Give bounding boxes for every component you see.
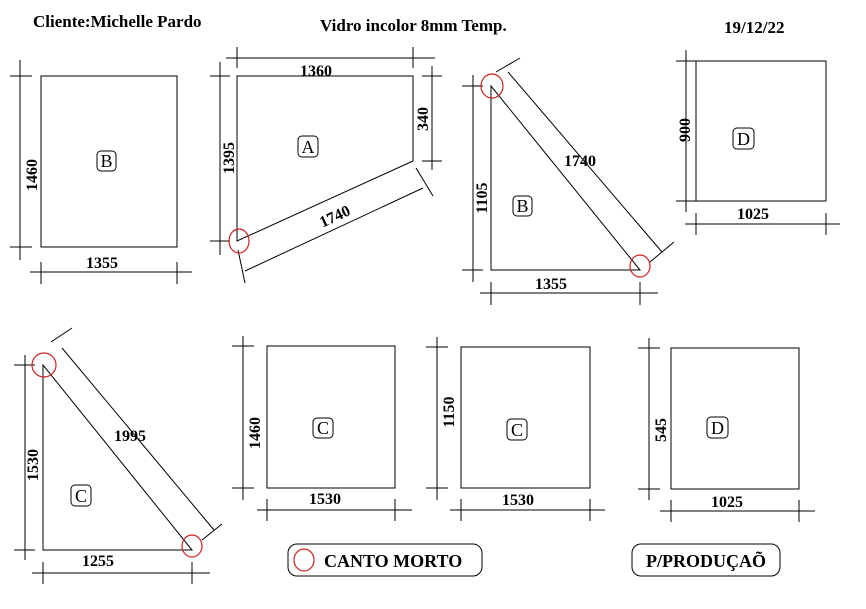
piece-d-rect-top xyxy=(676,50,840,235)
piece-c-rect-1 xyxy=(232,336,412,521)
dim-right: 340 xyxy=(415,107,432,131)
piece-label: A xyxy=(302,137,315,157)
dim-width: 1530 xyxy=(502,492,534,509)
dim-height: 1460 xyxy=(247,417,264,449)
dead-corner-marker xyxy=(181,534,203,558)
piece-labels: B A B D C C C D xyxy=(70,127,755,507)
piece-c-rect-2 xyxy=(426,337,605,521)
piece-b-rect xyxy=(10,60,192,284)
piece-d-rect-bottom xyxy=(638,338,815,522)
glass-outline xyxy=(695,60,827,202)
dimension-labels: 1460 1355 1360 1395 340 1740 1105 1355 1… xyxy=(24,63,769,570)
legend-producao: P/PRODUÇAÕ xyxy=(631,543,781,577)
legend-producao-text: P/PRODUÇAÕ xyxy=(646,550,766,571)
dim-height: 1460 xyxy=(24,159,41,191)
dim-diagonal: 1740 xyxy=(564,153,596,170)
dim-diagonal: 1740 xyxy=(317,202,353,231)
dead-corner-marker xyxy=(31,352,57,378)
dim-width: 1025 xyxy=(711,494,743,511)
glass-outline xyxy=(490,84,642,271)
dim-height: 1530 xyxy=(25,449,42,481)
legend-canto-morto: CANTO MORTO xyxy=(287,543,483,577)
canto-morto-markers xyxy=(31,73,651,558)
glass-outline xyxy=(236,75,414,242)
dim-left: 1395 xyxy=(221,142,238,174)
piece-label: B xyxy=(516,196,528,216)
piece-label: D xyxy=(737,129,750,149)
dim-height: 1105 xyxy=(474,182,491,213)
piece-b-triangle xyxy=(462,57,675,305)
dead-corner-icon xyxy=(293,548,315,572)
glass-outline xyxy=(40,75,178,248)
piece-a-trapezoid xyxy=(210,47,442,284)
piece-label: C xyxy=(511,420,523,440)
dim-width: 1025 xyxy=(737,206,769,223)
material-spec: Vidro incolor 8mm Temp. xyxy=(320,16,507,35)
dim-height: 900 xyxy=(677,118,694,142)
dim-height: 1150 xyxy=(441,396,458,427)
dim-height: 545 xyxy=(653,418,670,442)
dim-top: 1360 xyxy=(300,63,332,80)
piece-label: C xyxy=(75,486,87,506)
glass-outline xyxy=(266,345,396,489)
piece-label: B xyxy=(100,151,112,171)
dead-corner-marker xyxy=(480,73,504,99)
dim-diagonal: 1995 xyxy=(114,428,146,445)
piece-label: C xyxy=(317,418,329,438)
date: 19/12/22 xyxy=(724,18,785,37)
dim-width: 1355 xyxy=(86,255,118,272)
piece-label: D xyxy=(711,418,724,438)
dim-base: 1255 xyxy=(82,553,114,570)
dead-corner-marker xyxy=(228,228,250,254)
glass-outline xyxy=(42,363,194,551)
glass-outline xyxy=(670,347,800,490)
client-name: Cliente:Michelle Pardo xyxy=(33,12,202,31)
dead-corner-marker xyxy=(629,254,651,278)
piece-c-triangle xyxy=(14,327,223,584)
legend-canto-morto-text: CANTO MORTO xyxy=(324,551,462,571)
glass-outline xyxy=(460,346,591,489)
dim-base: 1355 xyxy=(535,276,567,293)
dim-width: 1530 xyxy=(309,491,341,508)
